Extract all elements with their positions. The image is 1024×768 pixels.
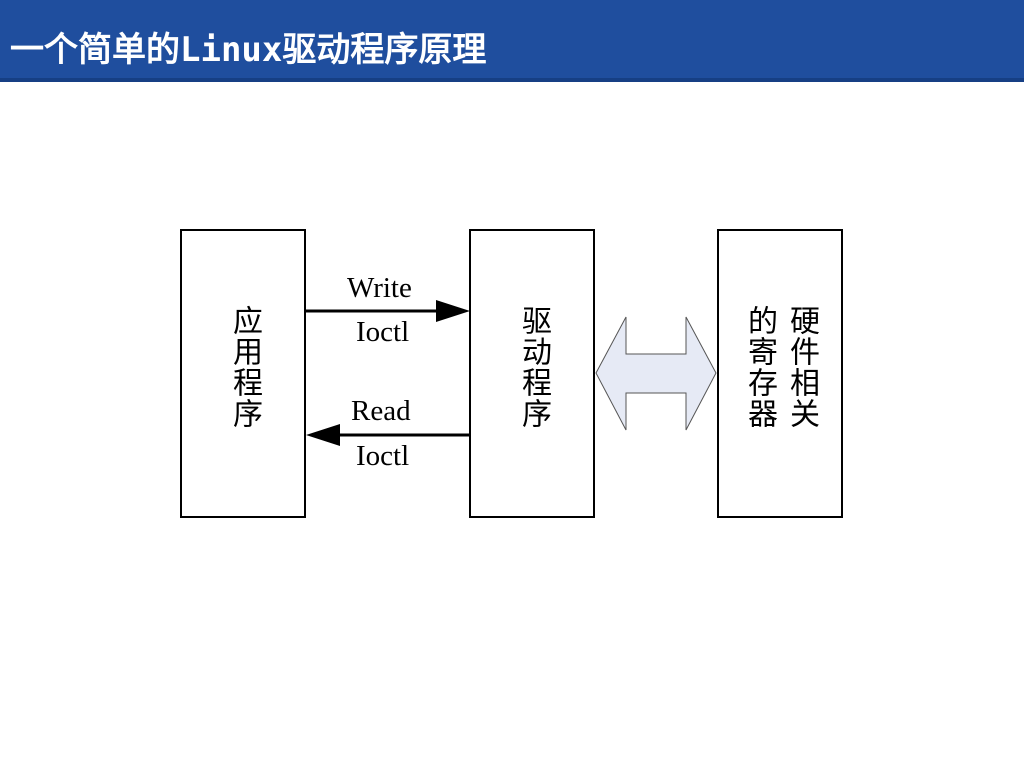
title-bar: 一个简单的Linux驱动程序原理 <box>0 0 1024 82</box>
driver-box: 驱动程序 <box>469 229 595 518</box>
read-label: Read <box>351 395 411 427</box>
write-ioctl-label: Ioctl <box>356 316 410 348</box>
bidirectional-arrow <box>595 316 717 431</box>
hardware-label-col1: 硬件相关 <box>784 305 819 429</box>
write-label: Write <box>347 272 412 304</box>
app-label: 应用程序 <box>227 305 262 429</box>
hardware-label-col2: 的寄存器 <box>742 305 777 429</box>
read-ioctl-label: Ioctl <box>356 440 410 472</box>
driver-label: 驱动程序 <box>516 305 551 429</box>
write-arrow <box>305 300 470 322</box>
app-box: 应用程序 <box>180 229 306 518</box>
read-arrow <box>306 424 470 446</box>
page-title: 一个简单的Linux驱动程序原理 <box>10 30 487 70</box>
hardware-box: 硬件相关 的寄存器 <box>717 229 843 518</box>
